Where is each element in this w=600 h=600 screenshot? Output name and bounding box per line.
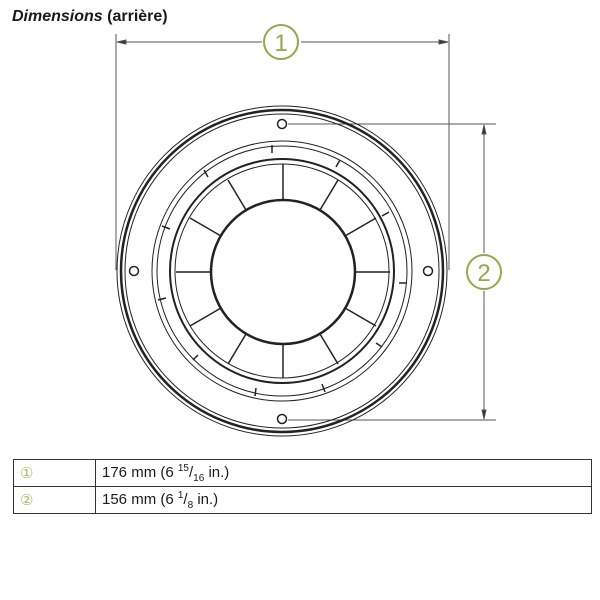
svg-text:1: 1 (274, 30, 287, 57)
svg-text:2: 2 (477, 260, 490, 287)
dimensions-table: ① 176 mm (6 15/16 in.) ② 156 mm (6 1/8 i… (13, 459, 592, 514)
callout-1-icon: 1 (263, 24, 299, 60)
table-row: ① 176 mm (6 15/16 in.) (13, 459, 592, 487)
callout-2-icon: 2 (466, 254, 502, 290)
row-value: 156 mm (6 1/8 in.) (95, 486, 592, 514)
title-rest: (arrière) (102, 8, 168, 25)
width-dimension (115, 34, 450, 270)
height-dimension (288, 123, 496, 421)
row-key: ① (13, 459, 96, 487)
page-title: Dimensions (arrière) (12, 8, 168, 26)
table-row: ② 156 mm (6 1/8 in.) (13, 486, 592, 514)
title-italic: Dimensions (12, 8, 103, 25)
row-key: ② (13, 486, 96, 514)
rear-dimension-drawing: 1 2 (115, 24, 502, 437)
row-value: 176 mm (6 15/16 in.) (95, 459, 592, 487)
mount-outline (116, 105, 448, 437)
